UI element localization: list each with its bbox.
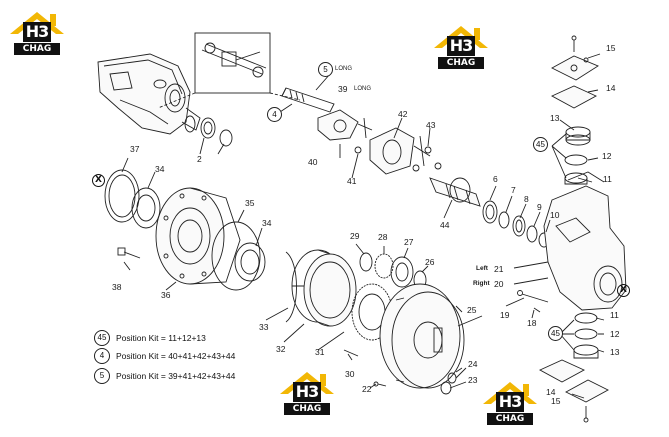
callout-27: 27 — [404, 237, 414, 247]
callout-11-top: 11 — [603, 174, 612, 184]
callout-12-top: 12 — [602, 151, 612, 161]
callout-8: 8 — [524, 194, 529, 204]
callout-9: 9 — [537, 202, 542, 212]
universal-joint — [317, 109, 373, 154]
kit-row-5: 5 Position Kit = 39+41+42+43+44 — [94, 368, 235, 384]
logo-mark: H3 — [293, 382, 321, 402]
callout-26: 26 — [425, 257, 435, 267]
callout-15-top: 15 — [606, 43, 616, 53]
wheel-hub — [155, 187, 241, 285]
callout-31: 31 — [315, 347, 325, 357]
logo-mark: H3 — [447, 36, 475, 56]
callout-21: 21 — [494, 264, 504, 274]
callout-41: 41 — [347, 176, 357, 186]
kit-row-4: 4 Position Kit = 40+41+42+43+44 — [94, 348, 235, 364]
callout-45-bottom: 45 — [548, 326, 563, 341]
callout-29: 29 — [350, 231, 360, 241]
logo-mark: H3 — [23, 22, 51, 42]
callout-11-bottom: 11 — [610, 310, 619, 320]
callout-39: 39 — [338, 84, 348, 94]
callout-14-top: 14 — [606, 83, 616, 93]
callout-14-bottom: 14 — [546, 387, 556, 397]
callout-2: 2 — [197, 154, 202, 164]
callout-35: 35 — [245, 198, 255, 208]
callout-34-right: 34 — [262, 218, 272, 228]
steering-knuckle — [543, 171, 627, 311]
callout-44: 44 — [440, 220, 450, 230]
coupling-assembly — [369, 127, 481, 207]
watermark-logo-top-center: H3 CHAG — [432, 24, 490, 72]
kit-row-45: 45 Position Kit = 11+12+13 — [94, 330, 206, 346]
watermark-logo-bottom-right: H3 CHAG — [481, 380, 539, 428]
kit-description: Position Kit = 40+41+42+43+44 — [116, 351, 236, 361]
callout-7: 7 — [511, 185, 516, 195]
callout-32: 32 — [276, 344, 286, 354]
callout-38: 38 — [112, 282, 122, 292]
callout-12-bottom: 12 — [610, 329, 620, 339]
watermark-logo-bottom-left: H3 CHAG — [278, 370, 336, 418]
callout-19: 19 — [500, 310, 510, 320]
kit-id-circle: 4 — [94, 348, 110, 364]
logo-brand: CHAG — [14, 43, 60, 55]
callout-42: 42 — [398, 109, 408, 119]
callout-23: 23 — [468, 375, 478, 385]
planet-carrier — [379, 283, 465, 389]
x-marker-right: X — [617, 284, 630, 297]
callout-40: 40 — [308, 157, 318, 167]
callout-4: 4 — [267, 107, 282, 122]
callout-22: 22 — [362, 384, 372, 394]
axle-housing — [97, 53, 201, 135]
axle-overview-inset — [194, 32, 271, 94]
callout-30: 30 — [345, 369, 355, 379]
logo-brand: CHAG — [487, 413, 533, 425]
ring-gear — [285, 249, 357, 327]
callout-10: 10 — [550, 210, 560, 220]
annotation-right: Right — [473, 280, 490, 287]
callout-28: 28 — [378, 232, 388, 242]
callout-43: 43 — [426, 120, 436, 130]
annotation-long-39: LONG — [354, 86, 372, 92]
callout-13-bottom: 13 — [610, 347, 620, 357]
logo-brand: CHAG — [284, 403, 330, 415]
callout-34-left: 34 — [155, 164, 165, 174]
x-marker-left: X — [92, 174, 105, 187]
annotation-long-5: LONG — [335, 66, 353, 72]
callout-37: 37 — [130, 144, 140, 154]
logo-brand: CHAG — [438, 57, 484, 69]
callout-20: 20 — [494, 279, 504, 289]
callout-18: 18 — [527, 318, 537, 328]
callout-45-top: 45 — [533, 137, 548, 152]
kit-id-circle: 5 — [94, 368, 110, 384]
callout-24: 24 — [468, 359, 478, 369]
kit-description: Position Kit = 11+12+13 — [116, 333, 206, 343]
callout-13-top: 13 — [550, 113, 560, 123]
callout-5: 5 — [318, 62, 333, 77]
kit-id-circle: 45 — [94, 330, 110, 346]
kit-description: Position Kit = 39+41+42+43+44 — [116, 371, 236, 381]
watermark-logo-top-left: H3 CHAG — [8, 10, 66, 58]
annotation-left: Left — [476, 265, 488, 272]
callout-25: 25 — [467, 305, 477, 315]
logo-mark: H3 — [496, 392, 524, 412]
axle-shaft — [281, 87, 335, 113]
callout-33: 33 — [259, 322, 269, 332]
callout-6: 6 — [493, 174, 498, 184]
callout-36: 36 — [161, 290, 171, 300]
callout-15-bottom: 15 — [551, 396, 561, 406]
